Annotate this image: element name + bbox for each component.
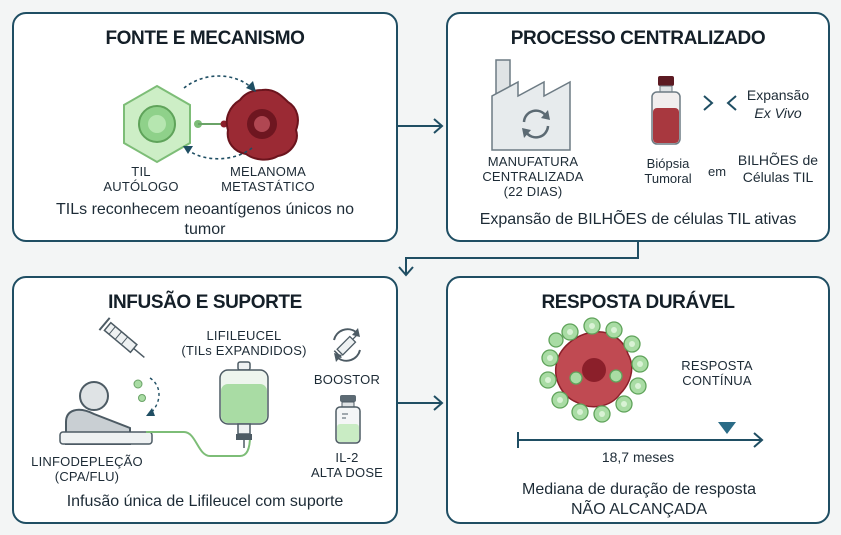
panel-fonte-mecanismo: FONTE E MECANISMO TIL AUTÓLOGO MELANOMA … bbox=[12, 12, 398, 242]
panel4-caption-line1: Mediana de duração de resposta bbox=[522, 481, 756, 498]
t-cell-icon bbox=[123, 84, 191, 164]
booster-syringe-icon bbox=[333, 328, 361, 362]
panel1-caption-line2: tumor bbox=[184, 221, 226, 238]
panel-processo-centralizado: PROCESSO CENTRALIZADO MANUFATURA CENTRAL… bbox=[446, 12, 830, 242]
panel-title: INFUSÃO E SUPORTE bbox=[108, 292, 302, 313]
iv-bag-icon bbox=[219, 361, 269, 448]
billions-label-line1: BILHÕES de bbox=[737, 152, 819, 168]
lympho-label-line2: (CPA/FLU) bbox=[54, 469, 120, 484]
melanoma-label-line1: MELANOMA bbox=[229, 164, 306, 179]
tumor-cluster-icon bbox=[539, 317, 649, 423]
timeline-value: 18,7 meses bbox=[601, 449, 675, 465]
biopsy-label-line1: Biópsia bbox=[646, 156, 690, 171]
panel4-caption-line2: NÃO ALCANÇADA bbox=[570, 501, 708, 518]
expand-arrows-icon bbox=[703, 95, 737, 111]
em-label: em bbox=[707, 164, 727, 179]
flow-arrow-icon bbox=[398, 118, 444, 134]
panel-title: FONTE E MECANISMO bbox=[105, 28, 305, 49]
panel-title: PROCESSO CENTRALIZADO bbox=[510, 28, 766, 49]
factory-icon bbox=[491, 59, 571, 151]
flow-arrow-icon bbox=[398, 395, 444, 411]
il2-vial-icon bbox=[335, 395, 361, 444]
lympho-label-line1: LINFODEPLEÇÃO bbox=[31, 454, 143, 469]
patient-icon bbox=[59, 381, 153, 445]
lifileucel-label-line1: LIFILEUCEL bbox=[206, 328, 282, 343]
syringe-icon bbox=[98, 317, 145, 359]
panel3-caption: Infusão única de Lifileucel com suporte bbox=[66, 493, 344, 510]
cycle-arrows-icon bbox=[522, 109, 550, 139]
melanoma-label-line2: METASTÁTICO bbox=[221, 179, 315, 194]
melanoma-cell-icon bbox=[225, 88, 299, 161]
lifileucel-label-line2: (TILs EXPANDIDOS) bbox=[181, 343, 307, 358]
panel-title: RESPOSTA DURÁVEL bbox=[541, 292, 735, 313]
expansion-label-line2: Ex Vivo bbox=[754, 105, 802, 121]
binding-connector bbox=[194, 120, 228, 128]
factory-label-line3: (22 DIAS) bbox=[503, 184, 563, 199]
timeline-icon bbox=[517, 422, 764, 448]
il2-label-line1: IL-2 bbox=[335, 450, 359, 465]
booster-label: BOOSTOR bbox=[313, 372, 381, 387]
il2-label-line2: ALTA DOSE bbox=[310, 465, 384, 480]
response-label-line1: RESPOSTA bbox=[681, 358, 753, 373]
panel-infusao-suporte: INFUSÃO E SUPORTE LINFODEPLEÇÃO (CPA/FLU… bbox=[12, 276, 398, 524]
iv-tube-icon bbox=[146, 431, 251, 457]
flow-arrow-icon bbox=[398, 242, 639, 277]
panel1-caption-line1: TILs reconhecem neoantígenos únicos no bbox=[56, 201, 354, 218]
factory-label-line2: CENTRALIZADA bbox=[482, 169, 584, 184]
factory-label-line1: MANUFATURA bbox=[487, 154, 579, 169]
panel-resposta-duravel: RESPOSTA DURÁVEL RESPOSTA CONTÍNUA 18,7 … bbox=[446, 276, 830, 524]
biopsy-label-line2: Tumoral bbox=[644, 171, 692, 186]
expansion-label-line1: Expansão bbox=[746, 87, 810, 103]
til-label-line2: AUTÓLOGO bbox=[103, 179, 179, 194]
til-label-line1: TIL bbox=[131, 164, 151, 179]
response-label-line2: CONTÍNUA bbox=[682, 373, 752, 388]
drip-path-icon bbox=[133, 377, 160, 416]
panel2-caption: Expansão de BILHÕES de células TIL ativa… bbox=[479, 211, 797, 228]
biopsy-vial-icon bbox=[651, 76, 681, 145]
billions-label-line2: Células TIL bbox=[742, 169, 814, 185]
interaction-arrows bbox=[183, 75, 256, 160]
